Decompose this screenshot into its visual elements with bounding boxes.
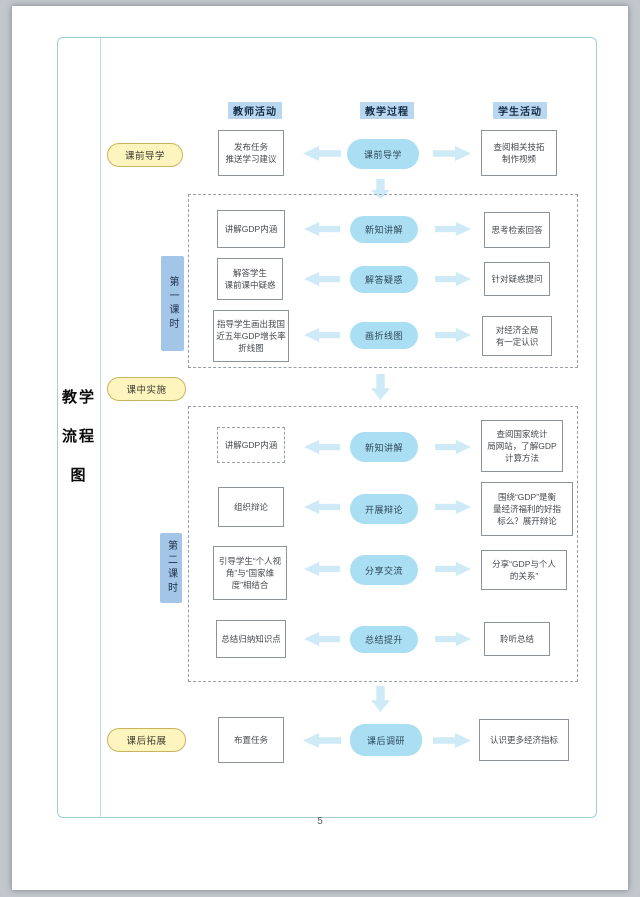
teacher-box-guide-line-chart: 指导学生画出我国 近五年GDP增长率 折线图 [213,310,289,362]
student-box-think-answer: 思考检索回答 [484,212,550,248]
process-pill-draw-line-chart: 画折线图 [350,322,418,349]
process-pill-new-knowledge-2: 新知讲解 [350,432,418,462]
teacher-box-explain-gdp-2: 讲解GDP内涵 [217,427,285,463]
process-pill-summary-uplift: 总结提升 [350,626,418,653]
student-box-debate-topic: 围绕“GDP”是衡 量经济福利的好指 标么？展开辩论 [481,482,573,536]
student-box-economy-awareness: 对经济全局 有一定认识 [482,316,552,356]
student-box-research-video: 查阅相关技拓 制作视频 [481,130,557,176]
document-page: 教学 流程 图 教师活动 教学过程 学生活动 课前导学 课中实施 课后拓展 第一… [12,6,628,890]
column-header-student: 学生活动 [493,102,547,119]
diagram-title-line1: 教学 [61,389,96,406]
diagram-title-line3: 图 [70,467,88,484]
process-pill-share-exchange: 分享交流 [350,555,418,585]
teacher-box-summarize: 总结归纳知识点 [216,620,286,658]
process-pill-post-research: 课后调研 [350,724,422,756]
diagram-title: 教学 流程 图 [57,378,101,495]
lesson1-group [188,194,578,368]
diagram-title-line2: 流程 [61,428,96,445]
page-number: 5 [317,816,323,827]
lesson2-group [188,406,578,682]
student-box-share-gdp-relation: 分享“GDP与个人 的关系” [481,550,567,590]
column-header-teacher: 教师活动 [228,102,282,119]
lesson-label-first-period: 第一课时 [161,256,184,351]
stage-pill-in-class: 课中实施 [107,377,186,401]
lesson-label-second-period: 第二课时 [160,533,182,603]
teacher-box-explain-gdp-1: 讲解GDP内涵 [217,210,285,248]
process-pill-hold-debate: 开展辩论 [350,494,418,524]
teacher-box-assign-task: 布置任务 [218,717,284,763]
student-box-stats-website: 查阅国家统计 局网站，了解GDP 计算方法 [481,420,563,472]
process-pill-resolve-doubts: 解答疑惑 [350,266,418,293]
teacher-box-organize-debate: 组织辩论 [218,487,284,527]
vertical-divider [100,37,101,818]
column-header-process: 教学过程 [360,102,414,119]
student-box-ask-questions: 针对疑惑提问 [484,262,550,296]
student-box-listen-summary: 聆听总结 [484,622,550,656]
process-pill-pre-guide: 课前导学 [347,139,419,169]
teacher-box-publish-task: 发布任务 推送学习建议 [218,130,284,176]
process-pill-new-knowledge-1: 新知讲解 [350,216,418,243]
teacher-box-guide-perspective: 引导学生“个人视 角”与“国家维 度”相结合 [213,546,287,600]
stage-pill-post-class: 课后拓展 [107,728,186,752]
student-box-more-indicators: 认识更多经济指标 [479,719,569,761]
teacher-box-answer-doubts: 解答学生 课前课中疑惑 [217,258,283,300]
stage-pill-pre-class: 课前导学 [107,143,183,167]
